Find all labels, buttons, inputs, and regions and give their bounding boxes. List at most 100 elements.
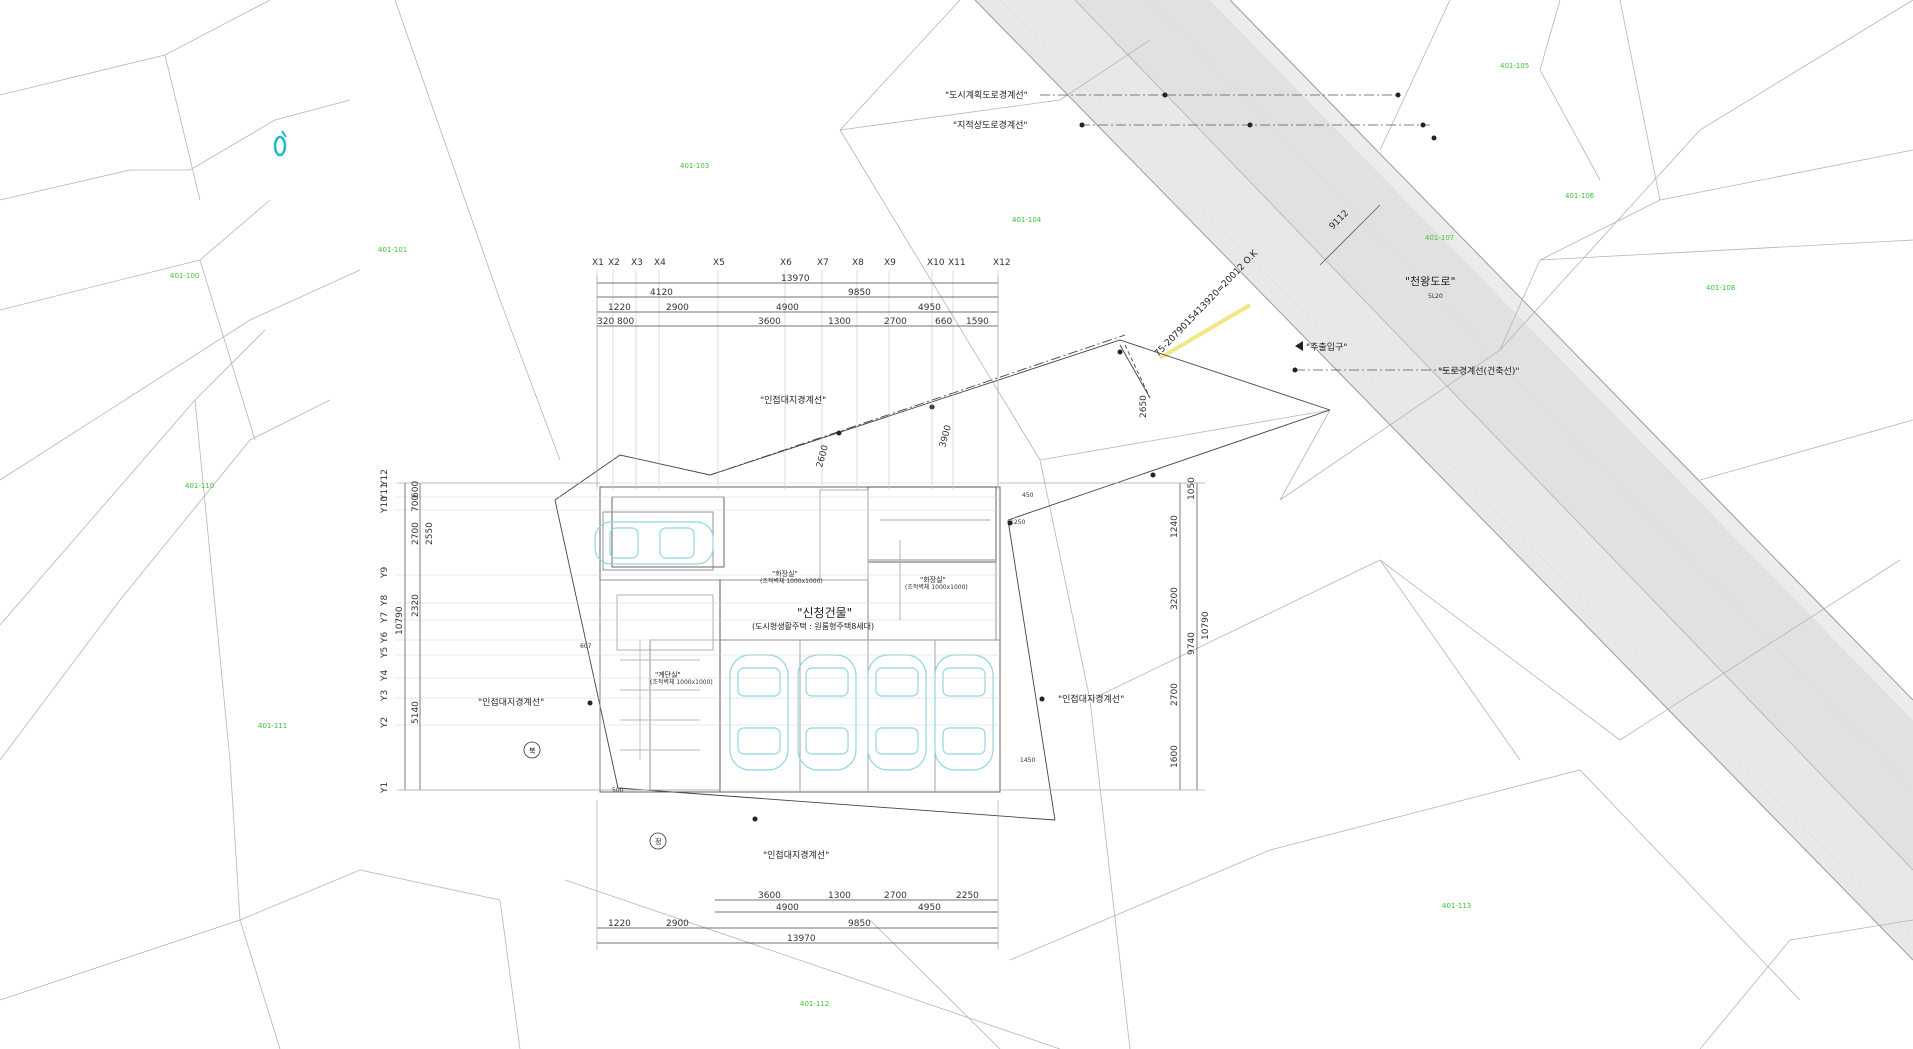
dim-bottom: 4950 — [918, 903, 941, 913]
misc-dim: 450 — [1022, 492, 1034, 499]
grid-x-label: X1 — [592, 258, 604, 268]
grid-y-label: Y4 — [380, 670, 390, 682]
misc-dim: 2650 — [1139, 395, 1149, 418]
parcel-label: 401-101 — [378, 246, 407, 254]
urban-plan-road-label: "도시계획도로경계선" — [945, 89, 1028, 101]
parcel-label: 401-100 — [170, 272, 199, 280]
section-symbol-text: 정 — [655, 837, 661, 846]
parcel-label: 401-113 — [1442, 902, 1471, 910]
dim-bottom: 9850 — [848, 919, 871, 929]
grid-x-label: X3 — [631, 258, 643, 268]
north-arrow-icon — [523, 741, 541, 759]
adjacent-boundary-top-label: "인접대지경계선" — [760, 394, 826, 406]
parcel-label: 401-106 — [1565, 192, 1595, 200]
cadastral-road-label: "지적상도로경계선" — [953, 119, 1028, 131]
dim-top: 9850 — [848, 288, 871, 298]
parcel-label: 401-111 — [258, 722, 287, 730]
grid-y-label: Y3 — [380, 690, 390, 702]
entrance-arrow-icon — [1295, 341, 1303, 351]
dim-bottom: 4900 — [776, 903, 799, 913]
parcel-label: 401-112 — [800, 1000, 829, 1008]
dim-left: 2320 — [411, 594, 421, 617]
dim-top: 2700 — [884, 317, 907, 327]
adjacent-boundary-left-label: "인접대지경계선" — [478, 696, 544, 708]
north-symbol-text: 북 — [529, 747, 536, 755]
road-band — [974, 0, 1913, 961]
dim-top: 1300 — [828, 317, 851, 327]
marker-icon — [273, 130, 287, 157]
building-title: "신청건물" — [797, 606, 852, 620]
grid-x-label: X6 — [780, 258, 792, 268]
dim-bottom: 2250 — [956, 891, 979, 901]
dim-bottom: 1300 — [828, 891, 851, 901]
dim-bottom: 2700 — [884, 891, 907, 901]
grid-x-label: X4 — [654, 258, 666, 268]
dim-right-inner: 9740 — [1187, 632, 1197, 655]
dim-left: 700 — [411, 495, 421, 512]
dim-bottom: 2900 — [666, 919, 689, 929]
dim-top: 3600 — [758, 317, 781, 327]
dim-top: 660 — [935, 317, 952, 327]
room-sub-label: (조적벽체 1000x1000) — [760, 577, 823, 585]
misc-dim: 607 — [580, 643, 592, 650]
grid-x-label: X7 — [817, 258, 829, 268]
dim-bottom: 1220 — [608, 919, 631, 929]
dim-top: 4120 — [650, 288, 673, 298]
room-label: "화장실" — [920, 575, 946, 584]
grid-y-label: Y6 — [380, 632, 390, 644]
grid-x-label: X10 — [927, 258, 945, 268]
dim-top-total: 13970 — [781, 274, 810, 284]
grid-y-label: Y7 — [380, 612, 390, 624]
grid-y-label: Y1 — [380, 782, 390, 794]
building-subtitle: (도시형생활주택 : 원룸형주택8세대) — [752, 621, 874, 631]
parcel-label: 401-104 — [1012, 216, 1042, 224]
misc-dim: 1250 — [1010, 519, 1025, 526]
room-sub-label: (조적벽체 1000x1000) — [905, 583, 968, 591]
adjacent-boundary-bottom-label: "인접대지경계선" — [763, 849, 829, 861]
parcel-label: 401-107 — [1425, 234, 1454, 242]
dim-left: 5140 — [411, 701, 421, 724]
road-name: "천왕도로" — [1405, 274, 1456, 288]
dim-left: 2550 — [425, 522, 435, 545]
dim-top: 320 — [597, 317, 614, 327]
dim-left: 600 — [411, 481, 421, 498]
grid-x-label: X2 — [608, 258, 620, 268]
parcel-label: 401-105 — [1500, 62, 1529, 70]
grid-x-label: X11 — [948, 258, 966, 268]
entrance-label: "주출입구" — [1306, 341, 1347, 353]
dim-top: 4900 — [776, 303, 799, 313]
room-sub-label: (조적벽체 1000x1000) — [650, 678, 713, 686]
dim-right: 1600 — [1170, 745, 1180, 768]
parcel-label: 401-103 — [680, 162, 709, 170]
dim-bottom: 3600 — [758, 891, 781, 901]
dim-bottom-total: 13970 — [787, 934, 816, 944]
parcel-labels: 401-100 401-101 401-103 401-104 401-105 … — [170, 62, 1735, 1008]
room-label: "화장실" — [772, 569, 798, 578]
dim-left-outer: 10790 — [395, 606, 405, 635]
grid-x-label: X8 — [852, 258, 864, 268]
site-boundary — [554, 334, 1331, 821]
misc-dim: 2600 — [815, 444, 831, 469]
dim-top: 2900 — [666, 303, 689, 313]
grid-x-label: X5 — [713, 258, 725, 268]
parcel-label: 401-110 — [185, 482, 214, 490]
grid-y-label: Y12 — [380, 469, 390, 487]
grid-y-label: Y5 — [380, 647, 390, 659]
grid-y-label: Y10 — [380, 496, 390, 514]
dim-right: 1050 — [1187, 477, 1197, 500]
adjacent-boundary-right-label: "인접대지경계선" — [1058, 693, 1124, 705]
dim-right-outer: 10790 — [1201, 611, 1211, 640]
grid-x-label: X9 — [884, 258, 896, 268]
grid-y-label: Y8 — [380, 595, 390, 607]
dim-right: 1240 — [1170, 515, 1180, 538]
parking-cars — [594, 521, 994, 771]
road-sub: 5L20 — [1428, 293, 1443, 300]
misc-dim: 3900 — [938, 424, 954, 449]
misc-dim: 500 — [612, 787, 624, 794]
dim-top: 4950 — [918, 303, 941, 313]
sightline-label: 75-2079015413920=20012 O.K — [1153, 248, 1261, 359]
